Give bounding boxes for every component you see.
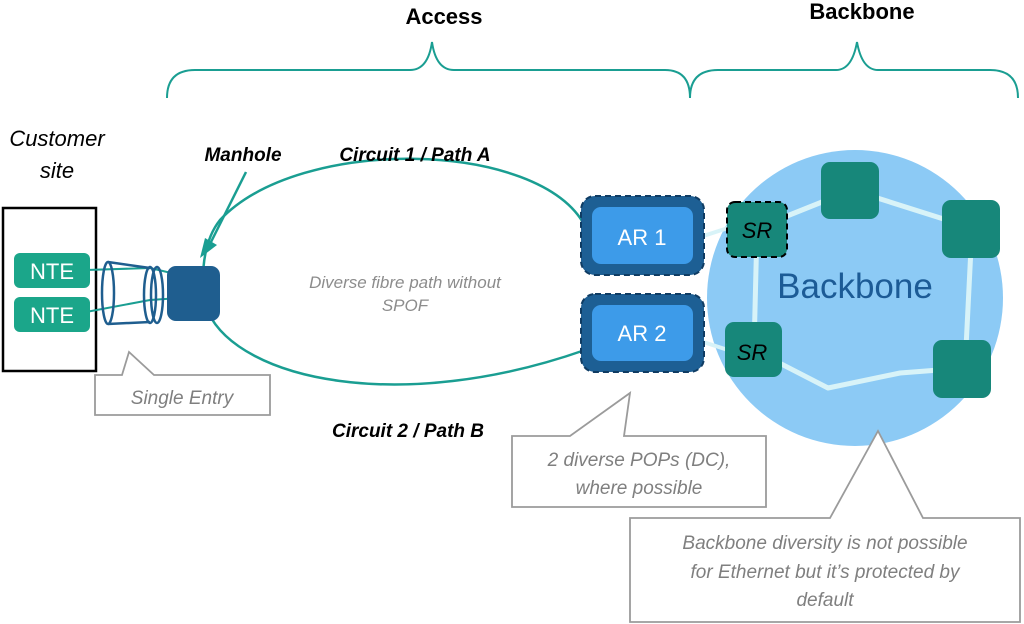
backbone-node bbox=[821, 162, 879, 219]
conduit-end-left bbox=[100, 260, 116, 326]
access-header: Access bbox=[405, 4, 482, 29]
conduit-end-right bbox=[142, 265, 158, 325]
customer-site-line2: site bbox=[40, 158, 74, 183]
customer-site-box bbox=[1, 206, 98, 373]
circuit-loop bbox=[201, 157, 587, 386]
nte-1-box bbox=[14, 253, 90, 288]
ar1-router bbox=[592, 207, 693, 264]
ar2-router bbox=[592, 305, 693, 361]
backbone-node bbox=[942, 200, 1000, 258]
backbone-diversity-line2: for Ethernet but it’s protected by bbox=[691, 562, 961, 583]
manhole-label: Manhole bbox=[204, 145, 281, 166]
sr1-node bbox=[726, 201, 788, 258]
sr2-label: SR bbox=[737, 340, 768, 365]
pops-callout bbox=[511, 391, 767, 508]
fibre-path-line2: SPOF bbox=[382, 296, 430, 315]
backbone-header: Backbone bbox=[809, 0, 914, 24]
nte-1-label: NTE bbox=[30, 259, 74, 284]
nte-2-box bbox=[14, 297, 90, 332]
backbone-cloud-label: Backbone bbox=[777, 267, 933, 306]
single-entry-callout bbox=[94, 350, 271, 416]
ar2-label: AR 2 bbox=[618, 321, 667, 346]
pops-text-line2: where possible bbox=[576, 478, 703, 499]
access-bracket bbox=[166, 41, 691, 99]
backbone-node bbox=[933, 340, 991, 398]
backbone-diversity-line1: Backbone diversity is not possible bbox=[682, 533, 967, 554]
fibre-path-line1: Diverse fibre path without bbox=[309, 273, 502, 292]
ar1-label: AR 1 bbox=[618, 225, 667, 250]
manhole-box bbox=[167, 266, 220, 321]
sr1-label: SR bbox=[742, 218, 773, 243]
sr2-node bbox=[725, 322, 782, 377]
backbone-diversity-callout bbox=[629, 429, 1021, 623]
pops-text-line1: 2 diverse POPs (DC), bbox=[547, 450, 731, 471]
manhole-pointer-arrow bbox=[208, 171, 248, 245]
single-entry-text: Single Entry bbox=[131, 388, 235, 409]
backbone-diversity-line3: default bbox=[796, 590, 854, 611]
manhole-pointer-arrowhead bbox=[200, 238, 217, 258]
circuit-2-label: Circuit 2 / Path B bbox=[332, 421, 484, 442]
customer-site-line1: Customer bbox=[9, 126, 106, 151]
conduit bbox=[107, 260, 151, 326]
backbone-bracket bbox=[689, 41, 1019, 99]
nte-2-label: NTE bbox=[30, 303, 74, 328]
circuit-1-label: Circuit 1 / Path A bbox=[339, 145, 490, 166]
conduit-end-right bbox=[149, 265, 165, 325]
